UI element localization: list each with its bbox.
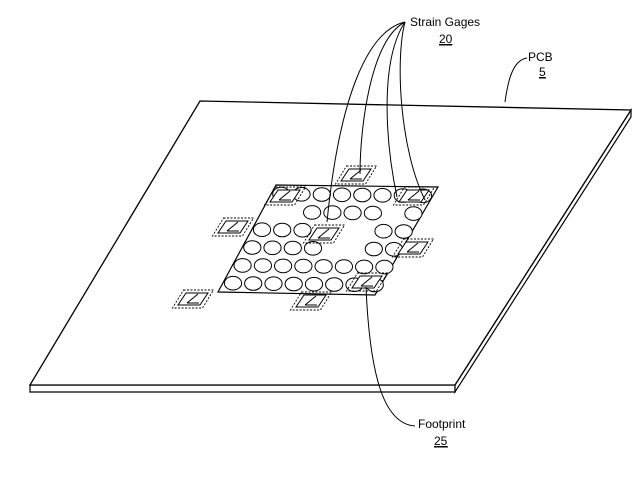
strain-gage-element bbox=[397, 241, 429, 255]
strain-gage-grid-mark bbox=[406, 242, 419, 253]
solder-ball bbox=[343, 205, 362, 221]
solder-ball bbox=[325, 277, 344, 292]
solder-ball bbox=[304, 276, 324, 292]
solder-ball bbox=[263, 240, 282, 256]
label-pcb-text: PCB bbox=[528, 50, 553, 64]
strain-gage-grid-mark bbox=[186, 293, 199, 304]
strain-gage-outline bbox=[171, 289, 215, 309]
solder-ball bbox=[252, 222, 272, 237]
leader-strain-gage-1 bbox=[326, 21, 406, 223]
solder-ball bbox=[334, 259, 353, 274]
solder-ball bbox=[353, 187, 372, 203]
strain-gage-set bbox=[171, 165, 436, 311]
label-strain-gages-ref: 20 bbox=[439, 32, 453, 46]
strain-gage bbox=[171, 289, 215, 309]
solder-ball bbox=[332, 187, 352, 203]
strain-gage-outline bbox=[391, 238, 435, 258]
leader-strain-gage-3 bbox=[386, 21, 406, 198]
solder-ball bbox=[253, 258, 272, 273]
strain-gage bbox=[392, 186, 436, 206]
solder-ball bbox=[323, 205, 342, 220]
solder-ball bbox=[283, 240, 302, 256]
solder-ball bbox=[233, 258, 252, 273]
label-strain-gages: Strain Gages 20 bbox=[410, 15, 480, 46]
solder-ball bbox=[374, 223, 393, 239]
strain-gage-outline bbox=[392, 186, 436, 206]
solder-ball bbox=[303, 205, 322, 220]
solder-ball bbox=[284, 276, 303, 292]
strain-gage bbox=[302, 224, 346, 244]
strain-gage-element bbox=[308, 227, 340, 241]
strain-gage bbox=[334, 165, 378, 185]
strain-gage bbox=[289, 291, 333, 311]
footprint bbox=[217, 184, 440, 296]
label-footprint-ref: 25 bbox=[434, 434, 448, 448]
label-footprint: Footprint 25 bbox=[418, 417, 466, 448]
label-footprint-text: Footprint bbox=[418, 417, 466, 431]
label-pcb: PCB 5 bbox=[528, 50, 553, 79]
solder-ball bbox=[243, 240, 262, 255]
strain-gage-element bbox=[217, 220, 249, 234]
solder-ball bbox=[312, 187, 331, 202]
leader-lines bbox=[326, 21, 528, 427]
solder-ball bbox=[363, 205, 382, 221]
strain-gage-grid-mark bbox=[360, 276, 373, 287]
solder-ball bbox=[244, 276, 263, 291]
solder-ball bbox=[274, 258, 293, 274]
strain-gage bbox=[263, 186, 307, 206]
leader-pcb bbox=[504, 57, 528, 103]
solder-ball bbox=[364, 241, 383, 257]
leader-footprint bbox=[365, 286, 416, 427]
solder-ball bbox=[375, 259, 394, 275]
solder-ball bbox=[294, 258, 313, 274]
label-pcb-ref: 5 bbox=[539, 65, 546, 79]
strain-gage-element bbox=[351, 275, 383, 289]
solder-ball bbox=[223, 275, 243, 291]
strain-gage-outline bbox=[211, 217, 255, 237]
strain-gage-element bbox=[295, 294, 327, 308]
strain-gage-outline bbox=[334, 165, 378, 185]
strain-gage-grid-mark bbox=[317, 228, 330, 239]
solder-ball bbox=[394, 224, 413, 239]
strain-gage-grid-mark bbox=[349, 169, 362, 180]
solder-ball bbox=[355, 259, 374, 275]
strain-gage-outline bbox=[345, 272, 389, 292]
solder-ball bbox=[373, 188, 392, 203]
label-strain-gages-text: Strain Gages bbox=[410, 15, 480, 29]
pcb-board-front-edge bbox=[29, 384, 456, 393]
strain-gage bbox=[211, 217, 255, 237]
strain-gage-grid-mark bbox=[407, 190, 420, 201]
solder-ball bbox=[293, 222, 312, 238]
strain-gage-grid-mark bbox=[278, 190, 291, 201]
leader-strain-gage-2 bbox=[359, 21, 406, 175]
strain-gage-outline bbox=[289, 291, 333, 311]
strain-gage-element bbox=[269, 189, 301, 203]
solder-ball bbox=[314, 259, 333, 274]
strain-gage bbox=[345, 272, 389, 292]
strain-gage-outline bbox=[302, 224, 346, 244]
solder-ball bbox=[264, 276, 283, 292]
solder-ball bbox=[273, 222, 292, 238]
strain-gage-element bbox=[177, 292, 209, 306]
strain-gage-grid-mark bbox=[226, 221, 239, 232]
strain-gage bbox=[391, 238, 435, 258]
leader-strain-gage-4 bbox=[399, 21, 426, 201]
strain-gage-grid-mark bbox=[304, 295, 317, 306]
strain-gage-outline bbox=[263, 186, 307, 206]
strain-gage-element bbox=[340, 168, 372, 182]
solder-ball bbox=[404, 206, 423, 221]
solder-ball bbox=[303, 241, 323, 256]
